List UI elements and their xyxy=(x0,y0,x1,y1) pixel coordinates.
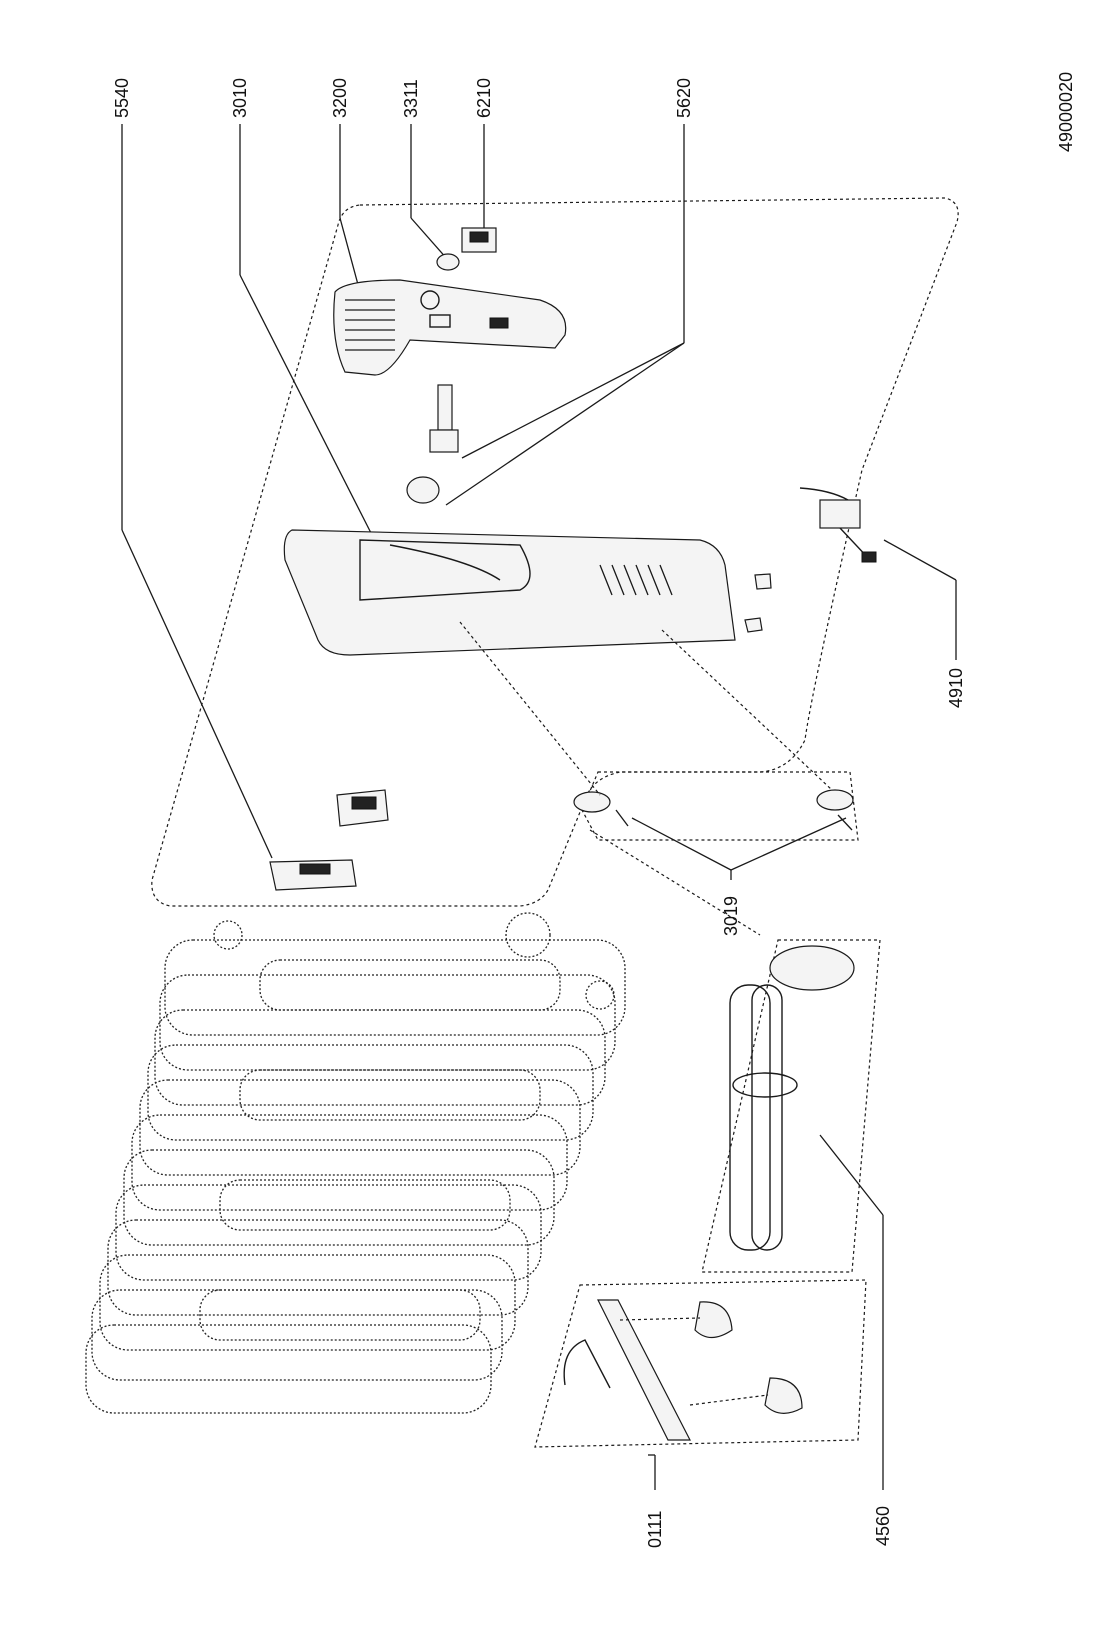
cable-4910 xyxy=(799,487,877,563)
leader-4560-diag xyxy=(819,1134,884,1216)
housing-cutout xyxy=(359,539,531,601)
feet-kit-0111 xyxy=(563,1299,803,1441)
label-4560: 4560 xyxy=(873,1506,893,1546)
bracket-clip-b xyxy=(816,789,854,811)
feet-wire xyxy=(563,1339,611,1389)
radiator-fin-5 xyxy=(139,1079,581,1176)
switch-block-terminal xyxy=(351,796,377,810)
leader-3019-b xyxy=(730,817,847,871)
brackets-3019 xyxy=(573,789,854,831)
leader-4910-diag xyxy=(883,539,957,581)
switch-module-terminal xyxy=(299,863,331,875)
label-3311: 3311 xyxy=(401,79,421,118)
control-panel-3200 xyxy=(333,279,567,376)
radiator-fin-4 xyxy=(147,1044,594,1141)
guide-housing-to-bracket-a xyxy=(459,621,601,796)
feet-bar xyxy=(597,1299,691,1441)
feet-guide-b xyxy=(689,1394,769,1406)
label-drawing-number: 49000020 xyxy=(1056,72,1076,152)
radiator-body xyxy=(85,912,626,1414)
control-panel-knob-hole xyxy=(420,290,440,310)
foot-b xyxy=(764,1377,803,1414)
heating-element-rod-b xyxy=(751,984,783,1251)
bracket-clip-a xyxy=(573,791,611,813)
label-0111: 0111 xyxy=(645,1511,665,1548)
radiator-fin-8 xyxy=(115,1184,542,1281)
label-4910: 4910 xyxy=(946,668,966,708)
cable-connector xyxy=(819,499,861,529)
guide-housing-to-bracket-b xyxy=(661,629,833,791)
radiator-inner-3 xyxy=(219,1179,511,1231)
label-3019: 3019 xyxy=(721,896,741,936)
radiator-fin-11 xyxy=(91,1289,503,1381)
heating-element-flange xyxy=(769,945,855,991)
radiator-inner-1 xyxy=(259,959,561,1011)
thermostat-5620 xyxy=(406,384,459,504)
bracket-screw-a xyxy=(615,809,629,827)
radiator-fin-6 xyxy=(131,1114,568,1211)
bracket-outline xyxy=(581,771,859,841)
heating-element-outline xyxy=(701,939,881,1273)
switch-6210 xyxy=(461,227,497,253)
radiator-fin-9 xyxy=(107,1219,529,1316)
leader-5540-diag xyxy=(121,529,273,859)
leader-5620-a xyxy=(461,342,685,459)
label-3010: 3010 xyxy=(230,78,250,118)
housing-clip-a xyxy=(744,617,763,633)
knob-cap xyxy=(436,253,460,271)
housing-cable xyxy=(389,544,501,581)
thermostat-collar xyxy=(429,429,459,453)
control-panel-grille xyxy=(345,299,395,351)
control-panel-indicator xyxy=(489,317,509,329)
switch-module-5540 xyxy=(269,789,389,891)
leader-3200-diag xyxy=(339,217,361,293)
leader-lines xyxy=(121,124,957,1490)
housing-vents xyxy=(599,564,673,596)
bracket-screw-b xyxy=(837,814,853,831)
radiator-plug xyxy=(585,980,615,1010)
heating-element-4560 xyxy=(729,945,855,1251)
thermostat-shaft xyxy=(437,384,453,431)
heating-element-clamp xyxy=(732,1072,798,1098)
label-5540: 5540 xyxy=(112,78,132,118)
switch-rocker xyxy=(469,231,489,243)
feet-guide-a xyxy=(619,1317,701,1321)
leader-3010-diag xyxy=(239,274,373,536)
foot-a xyxy=(694,1301,733,1339)
label-3200: 3200 xyxy=(330,78,350,118)
label-5620: 5620 xyxy=(674,78,694,118)
guide-bracket-to-element xyxy=(589,829,761,936)
cable-wire-a xyxy=(799,487,849,501)
radiator-fin-2 xyxy=(159,974,616,1071)
leader-3311-diag xyxy=(410,217,449,261)
radiator-fin-7 xyxy=(123,1149,555,1246)
radiator-inner-2 xyxy=(239,1069,541,1121)
assembly-guides xyxy=(459,621,833,936)
label-6210: 6210 xyxy=(474,78,494,118)
radiator-fin-10 xyxy=(99,1254,516,1351)
radiator-fin-1 xyxy=(164,939,626,1036)
radiator-grille xyxy=(505,912,551,958)
knob-3311 xyxy=(436,253,460,271)
cable-terminal xyxy=(861,551,877,563)
housing-clip-b xyxy=(754,573,772,590)
radiator-fin-3 xyxy=(154,1009,606,1106)
housing-3010 xyxy=(283,529,772,656)
leader-3019-a xyxy=(631,817,732,871)
radiator-fin-12 xyxy=(85,1324,492,1414)
feet-kit-outline xyxy=(534,1279,867,1448)
heating-element-rod-a xyxy=(729,984,771,1251)
radiator-valve xyxy=(213,920,243,950)
radiator-inner-4 xyxy=(199,1289,481,1341)
switch-module-body xyxy=(269,859,357,891)
control-panel-switch-hole xyxy=(429,314,451,328)
thermostat-knob xyxy=(406,476,440,504)
leader-5620-b xyxy=(445,342,685,506)
housing-shell xyxy=(283,529,736,656)
label-group: 5540 3010 3200 3311 6210 5620 49000020 4… xyxy=(112,72,1076,1548)
